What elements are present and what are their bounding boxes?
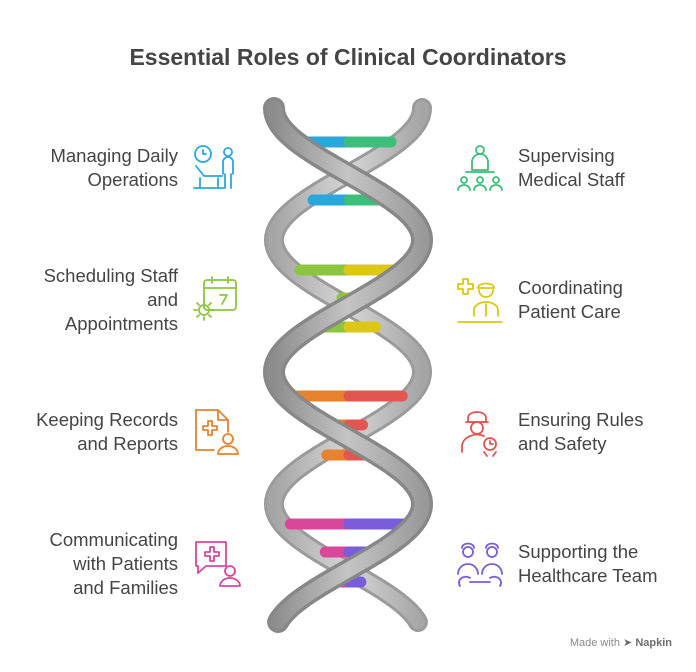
nurse-cross-icon (454, 274, 506, 326)
calendar-gear-icon (190, 274, 242, 326)
helix-strand-front-highlight (266, 100, 430, 630)
napkin-credit: Made with ➤ Napkin (569, 637, 672, 649)
page-title: Essential Roles of Clinical Coordinators (129, 44, 567, 70)
clock-desk-person-icon (190, 142, 242, 194)
helix-strand-back-highlight (266, 101, 430, 629)
napkin-logo: ➤ Napkin (623, 637, 672, 649)
chat-medical-person-icon (190, 538, 242, 590)
team-support-icon (454, 538, 506, 590)
inspector-badge-icon (454, 406, 506, 458)
medical-document-person-icon (190, 406, 242, 458)
supervisor-team-icon (454, 142, 506, 194)
